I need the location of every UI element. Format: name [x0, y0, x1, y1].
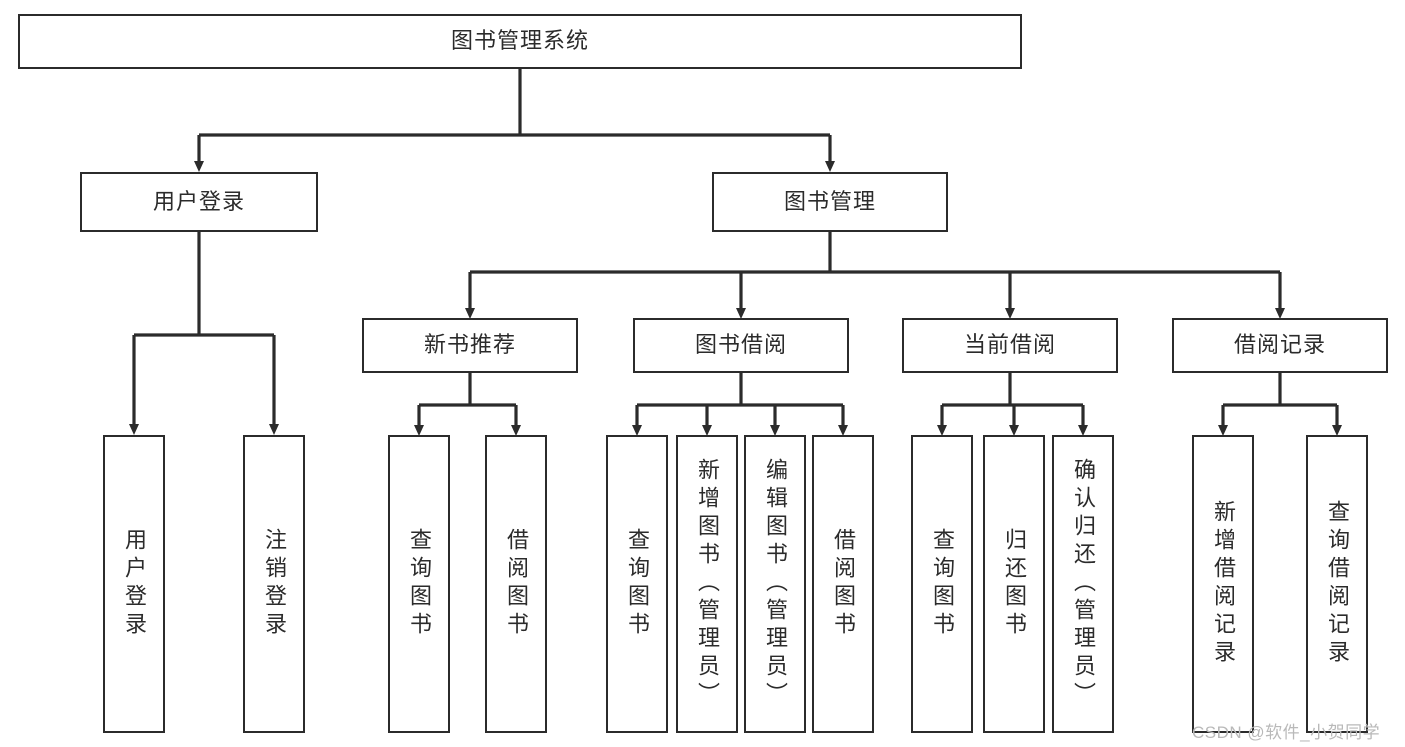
node-leaf-query-book[interactable]: 查询图书: [606, 435, 668, 733]
node-leaf-return-book-label: 归还图书: [1002, 528, 1027, 640]
edge-group-new-book-rec: [414, 373, 521, 436]
node-leaf-query-book-rec-label: 查询图书: [407, 528, 432, 640]
node-leaf-edit-book[interactable]: 编辑图书（管理员）: [744, 435, 806, 733]
node-leaf-user-logout[interactable]: 注销登录: [243, 435, 305, 733]
node-leaf-borrow-book-label: 借阅图书: [831, 528, 856, 640]
node-leaf-confirm-return-label: 确认归还（管理员）: [1071, 458, 1096, 710]
node-leaf-borrow-book-rec-label: 借阅图书: [504, 528, 529, 640]
node-leaf-edit-book-label: 编辑图书（管理员）: [763, 458, 788, 710]
node-new-book-rec-label: 新书推荐: [423, 332, 516, 358]
csdn-watermark: CSDN @软件_小贺同学: [1192, 723, 1381, 742]
node-leaf-return-book[interactable]: 归还图书: [983, 435, 1045, 733]
edge-group-current-borrow: [937, 373, 1088, 436]
node-leaf-user-login[interactable]: 用户登录: [103, 435, 165, 733]
node-user-login[interactable]: 用户登录: [80, 172, 318, 232]
node-leaf-query-record-label: 查询借阅记录: [1325, 500, 1350, 668]
node-leaf-query-book-cur[interactable]: 查询图书: [911, 435, 973, 733]
node-book-admin-label: 图书管理: [783, 188, 876, 214]
node-leaf-query-book-cur-label: 查询图书: [930, 528, 955, 640]
node-root-label: 图书管理系统: [450, 28, 589, 54]
node-leaf-add-record[interactable]: 新增借阅记录: [1192, 435, 1254, 733]
node-book-admin[interactable]: 图书管理: [712, 172, 948, 232]
node-new-book-rec[interactable]: 新书推荐: [362, 318, 578, 373]
node-leaf-user-login-label: 用户登录: [122, 528, 147, 640]
node-root[interactable]: 图书管理系统: [18, 14, 1022, 69]
node-leaf-query-record[interactable]: 查询借阅记录: [1306, 435, 1368, 733]
node-leaf-borrow-book[interactable]: 借阅图书: [812, 435, 874, 733]
node-leaf-user-logout-label: 注销登录: [262, 528, 287, 640]
edge-group-book-admin: [465, 232, 1285, 319]
edge-group-user-login: [129, 232, 279, 435]
node-borrow-record-label: 借阅记录: [1233, 332, 1326, 358]
node-leaf-borrow-book-rec[interactable]: 借阅图书: [485, 435, 547, 733]
node-leaf-add-book-label: 新增图书（管理员）: [695, 458, 720, 710]
node-current-borrow[interactable]: 当前借阅: [902, 318, 1118, 373]
node-current-borrow-label: 当前借阅: [963, 332, 1056, 358]
node-leaf-query-book-label: 查询图书: [625, 528, 650, 640]
node-leaf-add-record-label: 新增借阅记录: [1211, 500, 1236, 668]
edge-group-book-borrow: [632, 373, 848, 436]
node-book-borrow-label: 图书借阅: [694, 332, 787, 358]
node-leaf-add-book[interactable]: 新增图书（管理员）: [676, 435, 738, 733]
node-book-borrow[interactable]: 图书借阅: [633, 318, 849, 373]
node-user-login-label: 用户登录: [152, 188, 245, 214]
node-leaf-confirm-return[interactable]: 确认归还（管理员）: [1052, 435, 1114, 733]
edge-group-root: [194, 69, 835, 172]
edge-group-borrow-record: [1218, 373, 1342, 436]
node-leaf-query-book-rec[interactable]: 查询图书: [388, 435, 450, 733]
node-borrow-record[interactable]: 借阅记录: [1172, 318, 1388, 373]
